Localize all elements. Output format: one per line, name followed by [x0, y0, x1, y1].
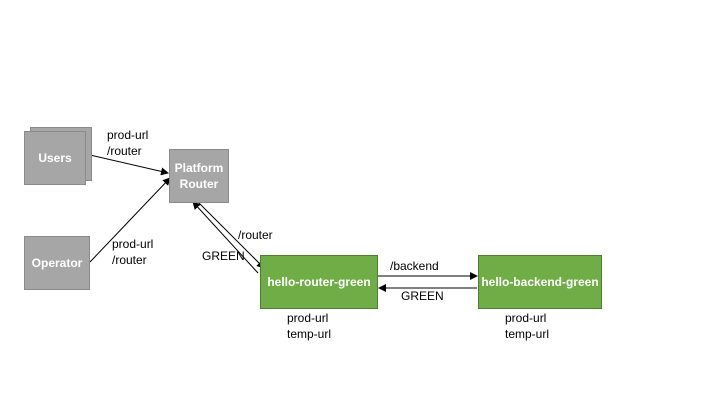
hello-router-url-prod: prod-url: [287, 311, 329, 325]
operator-label: Operator: [31, 255, 83, 270]
hello-backend-url-temp: temp-url: [505, 327, 550, 342]
edge-hello-router-to-platform-router: [192, 201, 259, 274]
hello-router-to-platform-label: GREEN: [202, 249, 245, 263]
backend-to-router-label: GREEN: [401, 289, 444, 303]
router-to-backend-label: /backend: [390, 259, 439, 273]
users-edge-label-line1: prod-url: [107, 128, 149, 142]
operator-edge-label-line2: /router: [112, 253, 147, 268]
platform-router-label-line1: Platform: [174, 160, 224, 175]
users-node: Users: [24, 131, 86, 185]
edge-users-to-platform-router: [89, 154, 169, 176]
hello-backend-urls: prod-url temp-url: [505, 310, 549, 342]
operator-edge-label-line1: prod-url: [112, 237, 154, 251]
hello-router-url-temp: temp-url: [287, 327, 332, 342]
operator-node: Operator: [24, 236, 90, 290]
edge-operator-to-platform-router: [89, 177, 171, 263]
edge-platform-router-to-hello-router: [197, 201, 265, 269]
hello-backend-green-label: hello-backend-green: [481, 274, 599, 289]
users-edge-label: prod-url /router: [107, 127, 148, 159]
platform-to-hello-router-label: /router: [238, 228, 273, 242]
hello-backend-url-prod: prod-url: [505, 311, 547, 325]
platform-router-label-line2: Router: [179, 177, 219, 191]
hello-router-green-label: hello-router-green: [267, 274, 371, 289]
hello-router-green-node: hello-router-green: [260, 255, 378, 309]
hello-backend-green-node: hello-backend-green: [478, 255, 602, 309]
users-label: Users: [38, 150, 72, 165]
users-edge-label-line2: /router: [107, 144, 142, 159]
hello-router-urls: prod-url temp-url: [287, 310, 331, 342]
operator-edge-label: prod-url /router: [112, 236, 153, 268]
platform-router-node: Platform Router: [169, 149, 229, 203]
